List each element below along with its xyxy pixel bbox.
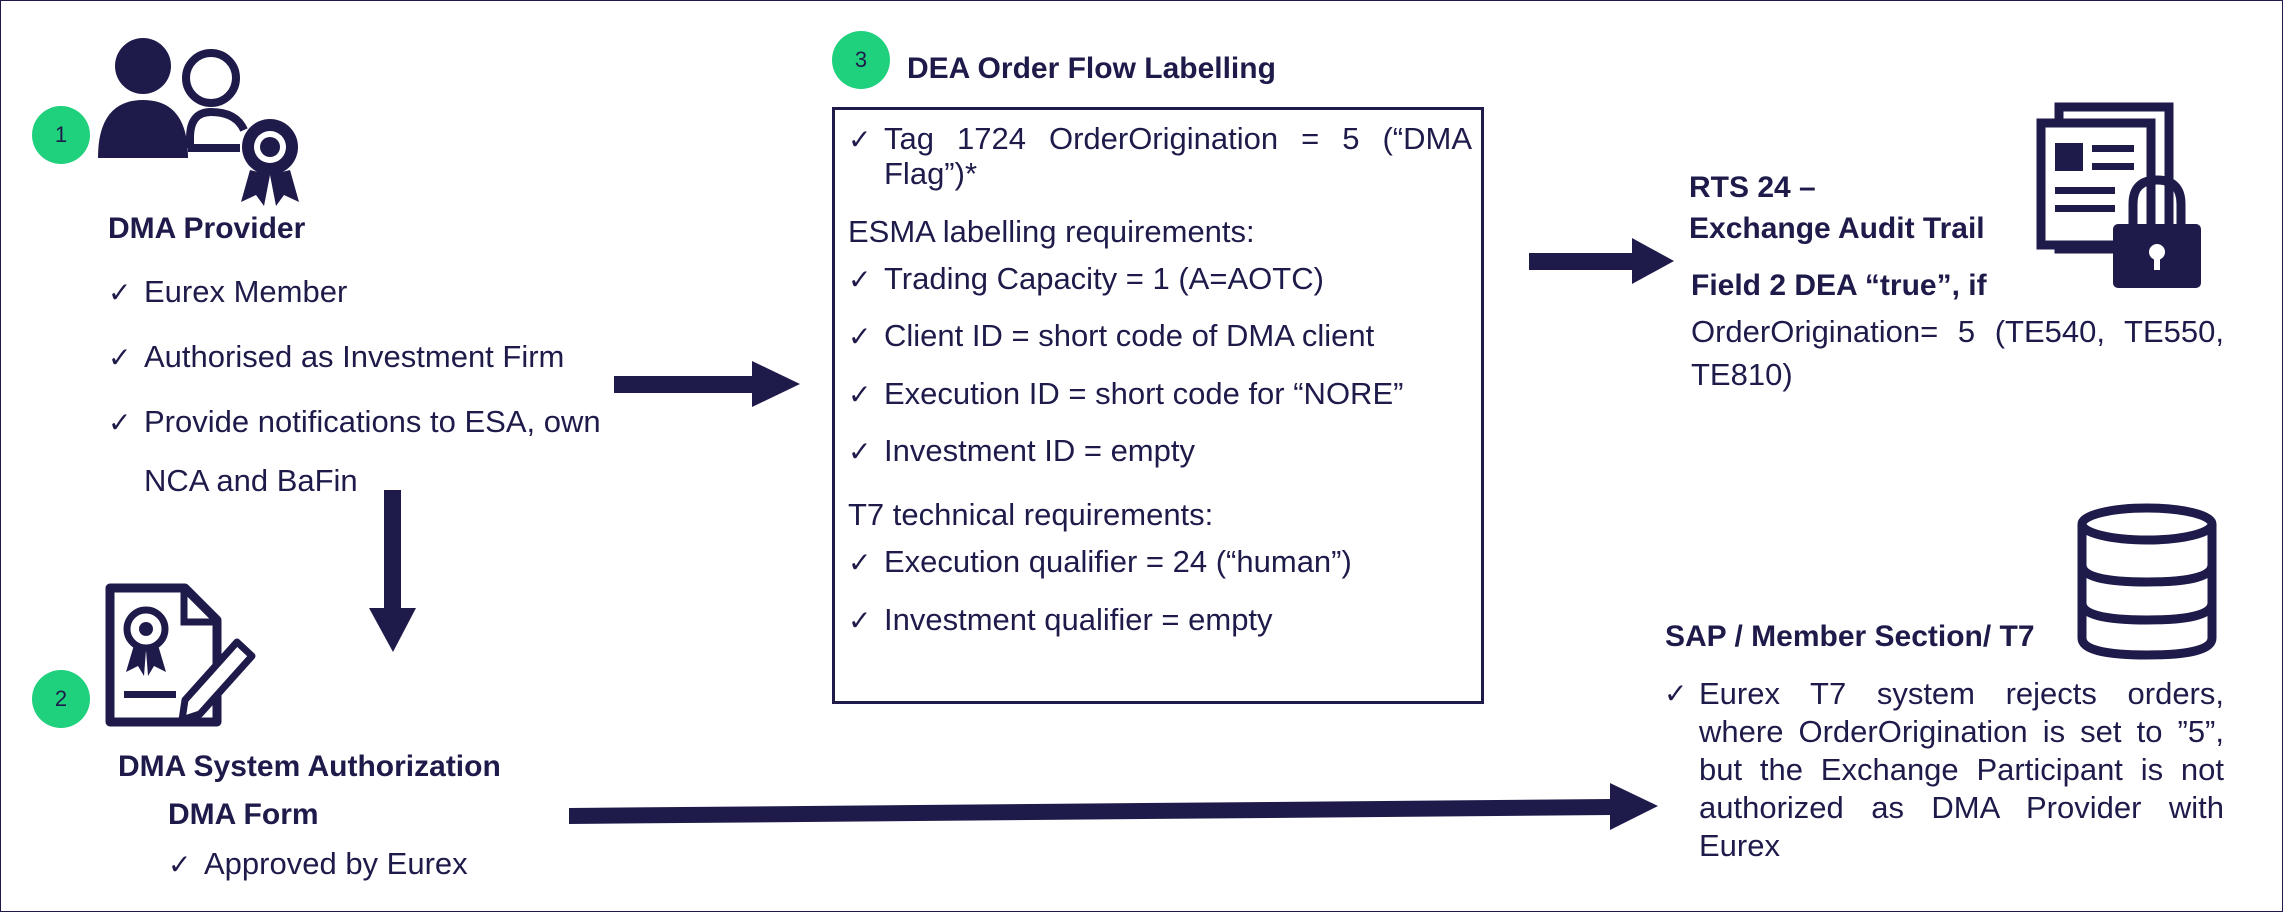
database-icon: [2077, 503, 2217, 660]
approved-by-eurex: Approved by Eurex: [204, 846, 468, 881]
t7-item-execution-qualifier: Execution qualifier = 24 (“human”): [884, 544, 1352, 579]
esma-item-client-id: Client ID = short code of DMA client: [884, 318, 1375, 353]
esma-item-investment-id: Investment ID = empty: [884, 433, 1195, 468]
provider-item-notifications-cont: NCA and BaFin: [144, 463, 358, 498]
document-certificate-icon: [105, 583, 256, 727]
arrow-provider-to-orderflow: [614, 361, 800, 407]
rts24-subtitle: Exchange Audit Trail: [1689, 212, 1985, 245]
sap-line-2: where OrderOrigination is set to ”5”,: [1699, 714, 2224, 749]
t7-requirements-header: T7 technical requirements:: [848, 497, 1214, 532]
rts24-field-2: Field 2 DEA “true”, if: [1691, 269, 1987, 302]
arrow-provider-to-authorization: [369, 490, 416, 652]
check-icon: ✓: [108, 341, 132, 374]
arrow-authorization-to-sap: [569, 783, 1658, 830]
dma-form-title: DMA Form: [168, 798, 319, 831]
check-icon: ✓: [848, 546, 872, 579]
rts24-title: RTS 24 –: [1689, 171, 1816, 204]
esma-item-trading-capacity: Trading Capacity = 1 (A=AOTC): [884, 261, 1324, 296]
provider-item-notifications: Provide notifications to ESA, own: [144, 404, 601, 439]
dma-system-authorization-title: DMA System Authorization: [118, 750, 501, 783]
newspaper-lock-icon: [2036, 102, 2201, 288]
tag-1724-line-cont: Flag”)*: [884, 156, 978, 191]
tag-1724-line: Tag 1724 OrderOrigination = 5 (“DMA: [884, 121, 1472, 156]
sap-line-3: but the Exchange Participant is not: [1699, 752, 2224, 787]
check-icon: ✓: [848, 378, 872, 411]
sap-line-1: Eurex T7 system rejects orders,: [1699, 676, 2224, 711]
check-icon: ✓: [848, 263, 872, 296]
esma-item-execution-id: Execution ID = short code for “NORE”: [884, 376, 1404, 411]
people-certificate-icon: [98, 38, 299, 206]
check-icon: ✓: [848, 123, 872, 156]
check-icon: ✓: [108, 276, 132, 309]
provider-item-eurex-member: Eurex Member: [144, 274, 348, 309]
check-icon: ✓: [848, 320, 872, 353]
provider-item-investment-firm: Authorised as Investment Firm: [144, 339, 565, 374]
dma-provider-title: DMA Provider: [108, 212, 306, 245]
sap-title: SAP / Member Section/ T7: [1665, 620, 2035, 653]
check-icon: ✓: [108, 406, 132, 439]
check-icon: ✓: [848, 604, 872, 637]
sap-line-5: Eurex: [1699, 828, 1780, 863]
t7-item-investment-qualifier: Investment qualifier = empty: [884, 602, 1273, 637]
order-flow-box: [832, 107, 1484, 704]
check-icon: ✓: [848, 435, 872, 468]
esma-requirements-header: ESMA labelling requirements:: [848, 214, 1255, 249]
dea-order-flow-title: DEA Order Flow Labelling: [907, 52, 1276, 85]
rts24-body-line: OrderOrigination= 5 (TE540, TE550,: [1691, 314, 2224, 349]
check-icon: ✓: [1664, 677, 1688, 710]
step-badge-2: 2: [32, 670, 90, 728]
sap-line-4: authorized as DMA Provider with: [1699, 790, 2224, 825]
check-icon: ✓: [168, 848, 192, 881]
rts24-body-line-cont: TE810): [1691, 357, 1793, 392]
step-badge-1: 1: [32, 106, 90, 164]
arrow-orderflow-to-rts: [1529, 238, 1674, 284]
step-badge-3: 3: [832, 31, 890, 89]
